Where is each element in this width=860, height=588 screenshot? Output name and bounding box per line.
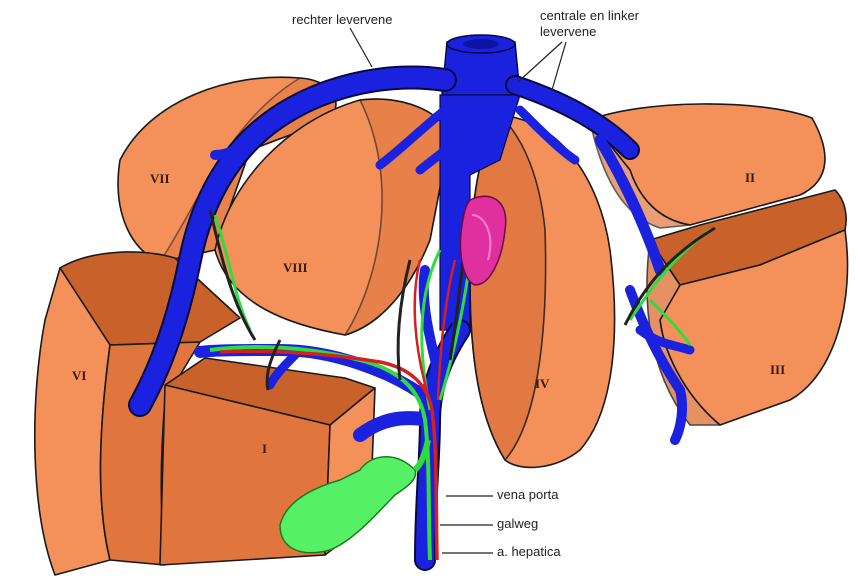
segment-label-viii: VIII	[283, 260, 308, 275]
label-central-left-vein-line2: levervene	[540, 24, 596, 39]
segment-label-i: I	[262, 441, 267, 456]
leader-central-vein	[518, 42, 562, 82]
label-portal-vein: vena porta	[497, 487, 559, 502]
segment-label-vii: VII	[150, 171, 170, 186]
label-central-left-vein-line1: centrale en linker	[540, 8, 640, 23]
segment-label-iv: IV	[535, 376, 550, 391]
segment-label-vi: VI	[72, 368, 86, 383]
segment-label-iii: III	[770, 362, 785, 377]
leader-right-hepatic-vein	[350, 28, 372, 67]
segment-iv	[470, 115, 615, 467]
label-bile-duct: galweg	[497, 516, 538, 531]
label-right-hepatic-vein: rechter levervene	[292, 12, 392, 27]
segment-label-ii: II	[745, 170, 755, 185]
label-hepatic-artery: a. hepatica	[497, 544, 561, 559]
